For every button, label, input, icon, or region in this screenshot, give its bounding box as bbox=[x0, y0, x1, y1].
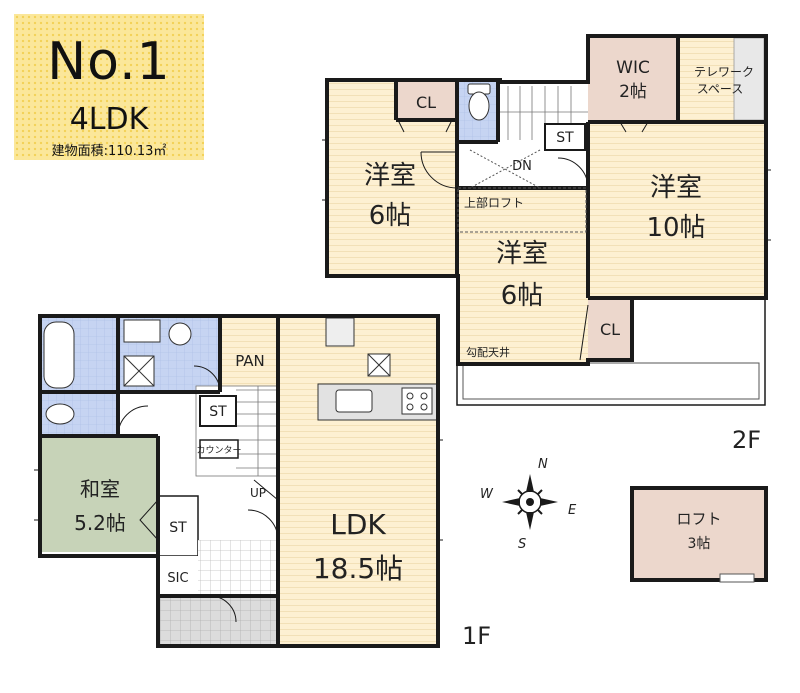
entry-tile bbox=[198, 540, 278, 596]
loft-size: 3帖 bbox=[688, 536, 711, 552]
counter bbox=[199, 439, 239, 459]
second-floor: 洋室 6帖 CL WIC 2帖 テレワーク スペース ST DN 上部ロフト 洋… bbox=[322, 34, 771, 454]
layout-type: 4LDK bbox=[69, 102, 149, 137]
compass-north-arrow bbox=[526, 474, 534, 492]
loft-name: ロフト bbox=[676, 510, 721, 528]
loft-room bbox=[632, 488, 766, 580]
ldk-name: LDK bbox=[330, 508, 386, 541]
east-bedroom-name: 洋室 bbox=[650, 173, 702, 203]
st-2f bbox=[544, 123, 586, 151]
telework-label-1: テレワーク bbox=[694, 65, 754, 79]
upper-loft-label: 上部ロフト bbox=[464, 195, 524, 210]
wic-name: WIC bbox=[616, 58, 650, 78]
closet-west bbox=[396, 80, 456, 120]
sloped-ceiling-label: 勾配天井 bbox=[466, 345, 510, 359]
closet-center-label: CL bbox=[600, 320, 620, 339]
closet-west-label: CL bbox=[416, 93, 436, 112]
st-washitsu-label: ST bbox=[169, 520, 187, 536]
entrance-porch bbox=[158, 596, 278, 646]
closet-center bbox=[588, 298, 632, 360]
east-bedroom-size: 10帖 bbox=[646, 213, 705, 243]
washitsu-name: 和室 bbox=[80, 477, 120, 501]
compass-n: N bbox=[538, 457, 548, 472]
building-area: 建物面積:110.13㎡ bbox=[51, 144, 167, 159]
loft: ロフト 3帖 bbox=[630, 486, 768, 583]
walk-in-closet bbox=[588, 36, 678, 122]
compass-w: W bbox=[480, 487, 494, 502]
pantry-label: PAN bbox=[235, 352, 265, 370]
first-floor: PAN ST カウンター UP 和室 5.2帖 ST SIC LDK 18.5帖… bbox=[34, 314, 491, 650]
ldk-size: 18.5帖 bbox=[313, 552, 403, 585]
st-stair bbox=[199, 395, 237, 427]
west-bedroom-name: 洋室 bbox=[364, 161, 416, 191]
sic bbox=[158, 556, 198, 596]
pantry bbox=[220, 316, 278, 392]
compass-e: E bbox=[568, 503, 577, 518]
center-bedroom bbox=[458, 188, 588, 364]
counter-label: カウンター bbox=[196, 445, 241, 456]
center-bedroom-name: 洋室 bbox=[496, 239, 548, 269]
center-bedroom-size: 6帖 bbox=[501, 281, 544, 311]
sic-label: SIC bbox=[167, 571, 188, 586]
plan-number-badge: No.1 4LDK 建物面積:110.13㎡ bbox=[14, 14, 204, 160]
washitsu bbox=[40, 436, 158, 552]
east-bedroom bbox=[588, 122, 766, 298]
plan-number: No.1 bbox=[47, 32, 171, 92]
compass-rose: N E S W bbox=[480, 457, 577, 552]
st-2f-label: ST bbox=[556, 130, 574, 146]
floor-label-2f: 2F bbox=[732, 426, 761, 454]
st-stair-label: ST bbox=[209, 404, 227, 420]
up-label: UP bbox=[250, 486, 266, 500]
wic-size: 2帖 bbox=[619, 82, 647, 102]
floor-label-1f: 1F bbox=[462, 622, 491, 650]
west-bedroom-size: 6帖 bbox=[369, 201, 412, 231]
ldk bbox=[278, 316, 438, 646]
telework-label-2: スペース bbox=[697, 82, 744, 96]
dn-label: DN bbox=[512, 159, 532, 174]
washitsu-size: 5.2帖 bbox=[74, 511, 126, 535]
compass-s: S bbox=[518, 537, 526, 552]
